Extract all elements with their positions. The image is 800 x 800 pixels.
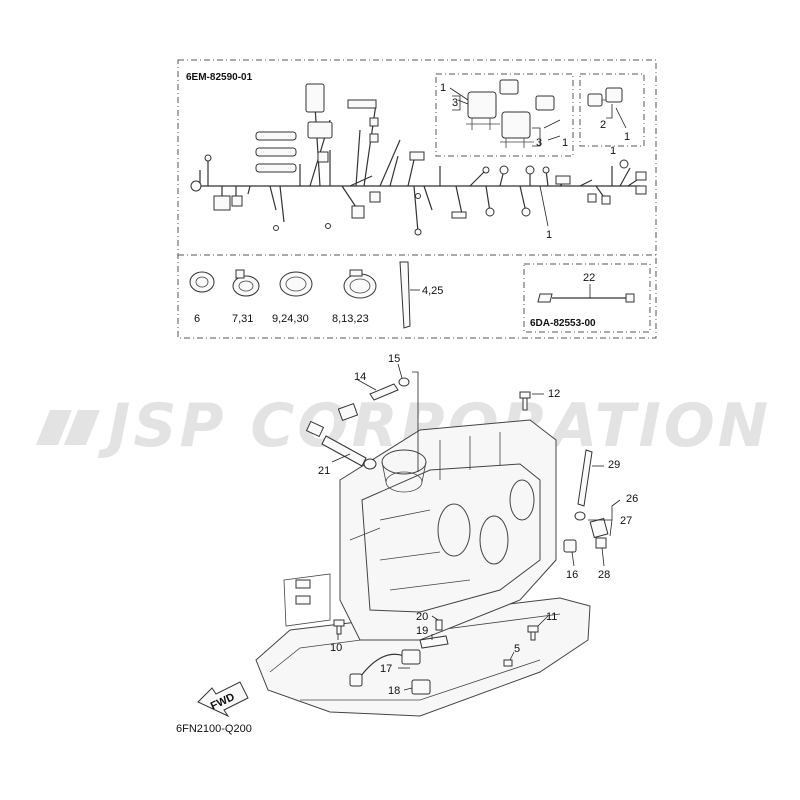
- callout-1d: 1: [546, 229, 552, 241]
- forward-arrow-icon: FWD: [197, 681, 249, 718]
- callout-22: 22: [583, 272, 595, 284]
- callout-26: 26: [626, 493, 638, 505]
- bracket-stays: [283, 573, 331, 627]
- screw-icon: [503, 659, 513, 667]
- callout-5: 5: [514, 643, 520, 655]
- callout-1e: 1: [610, 145, 616, 157]
- lead-wire-part-code: 6DA-82553-00: [530, 318, 596, 329]
- sub-harness-icon: [349, 649, 431, 695]
- callout-1b: 1: [562, 137, 568, 149]
- callout-14: 14: [354, 371, 366, 383]
- engine-assembly: [255, 419, 591, 717]
- callout-1a: 1: [440, 82, 446, 94]
- callout-20: 20: [416, 611, 428, 623]
- callout-4-25: 4,25: [422, 285, 443, 297]
- callout-21: 21: [318, 465, 330, 477]
- callout-19: 19: [416, 625, 428, 637]
- clamp-6-icon: [189, 271, 215, 293]
- bolt-11-icon: [527, 625, 539, 641]
- wire-harness: [196, 89, 643, 233]
- flywheel: [381, 449, 427, 475]
- callout-2: 2: [600, 119, 606, 131]
- callout-27: 27: [620, 515, 632, 527]
- callout-3a: 3: [452, 97, 458, 109]
- sensor-icon: [337, 383, 399, 422]
- clamp-8-icon: [343, 269, 377, 299]
- harness-part-code: 6EM-82590-01: [186, 72, 253, 83]
- callout-17: 17: [380, 663, 392, 675]
- callout-3b: 3: [536, 137, 542, 149]
- cable-tie-icon: [399, 261, 411, 329]
- oring-icon: [574, 511, 586, 521]
- connector-sub-box: [579, 73, 645, 147]
- callout-11: 11: [546, 611, 557, 623]
- washer-icon: [398, 377, 410, 387]
- bracket-icon: [419, 619, 449, 649]
- callout-15: 15: [388, 353, 400, 365]
- harness-connectors: [190, 83, 647, 236]
- callout-18: 18: [388, 685, 400, 697]
- clamp-7-icon: [232, 269, 260, 297]
- callout-1c: 1: [624, 131, 630, 143]
- relay-icon: [466, 79, 555, 148]
- callout-7-31: 7,31: [232, 313, 253, 325]
- clamp-9-icon: [279, 271, 313, 297]
- cable-tie-29-icon: [577, 449, 593, 507]
- callout-12: 12: [548, 388, 560, 400]
- lead-wire-icon: [537, 293, 635, 303]
- relay-sub-box: [435, 73, 574, 157]
- bolt-icon: [519, 391, 531, 411]
- coupler-icon: [587, 87, 623, 107]
- callout-29: 29: [608, 459, 620, 471]
- diagram-code: 6FN2100-Q200: [176, 723, 252, 735]
- temperature-sensor-icon: [563, 539, 577, 553]
- lead-wire-sub-box: [523, 263, 651, 333]
- crank-sensor-icon: [589, 517, 609, 549]
- callout-6: 6: [194, 313, 200, 325]
- callout-16: 16: [566, 569, 578, 581]
- bolt-10-icon: [333, 619, 345, 635]
- callout-8-13-23: 8,13,23: [332, 313, 369, 325]
- callout-28: 28: [598, 569, 610, 581]
- callout-9-24-30: 9,24,30: [272, 313, 309, 325]
- harness-box-border: [177, 59, 657, 339]
- harness-box: 6EM-82590-01 1 3 3 1 2 1: [177, 59, 657, 339]
- callout-10: 10: [330, 642, 342, 654]
- grommet-icon: [411, 679, 431, 695]
- probe-icon: [305, 420, 377, 470]
